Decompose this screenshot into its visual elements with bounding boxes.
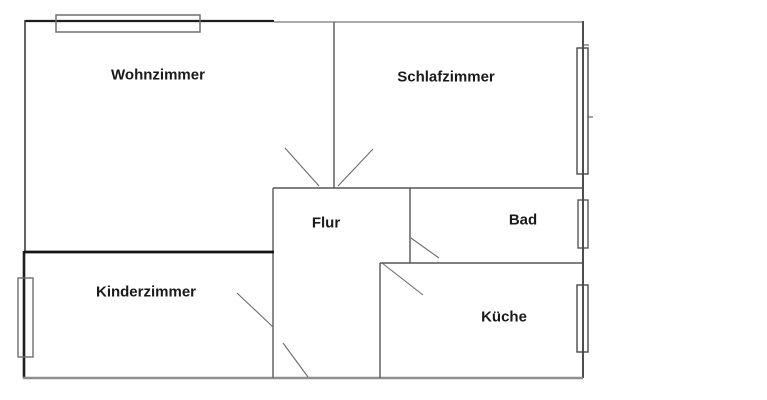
room-label-kueche: Küche [481,309,527,326]
window-wohnzimmer-top [55,14,201,33]
window-kueche-right [576,284,589,353]
door-swing-bad [410,237,440,259]
door-swing-schlafzimmer [337,148,374,187]
room-label-wohnzimmer: Wohnzimmer [111,67,205,84]
room-label-kinderzimmer: Kinderzimmer [96,284,196,301]
door-swing-wohnzimmer [284,147,320,187]
door-swing-kinderzimmer [236,292,274,328]
door-swing-kueche [381,262,424,296]
windows [17,14,593,358]
room-label-bad: Bad [509,212,537,229]
window-schlafzimmer-right [576,47,589,175]
room-labels: Wohnzimmer Schlafzimmer Flur Bad Kinderz… [96,67,537,326]
room-label-schlafzimmer: Schlafzimmer [397,69,495,86]
room-label-flur: Flur [312,215,340,232]
window-bad-right [577,199,589,249]
window-kinderzimmer-left [17,277,34,358]
doors [236,147,440,378]
door-swing-entrance [282,342,309,378]
